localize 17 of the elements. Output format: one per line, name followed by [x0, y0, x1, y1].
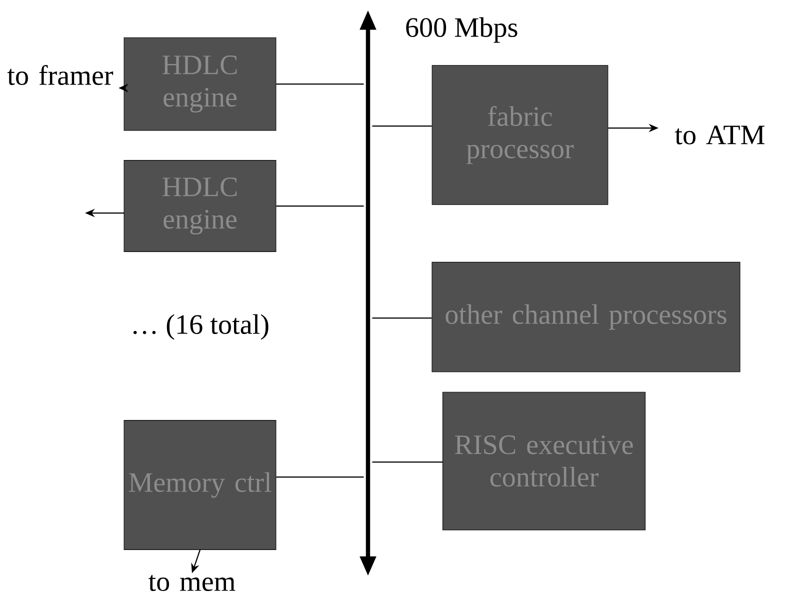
bus-label: 600 Mbps	[406, 17, 518, 43]
connector-line	[372, 317, 432, 319]
connector-line	[276, 205, 364, 207]
destination-label: to framer	[7, 64, 114, 86]
process-box: other channel processors	[432, 262, 740, 372]
note-text: … (16 total)	[133, 314, 268, 340]
process-box: Memory ctrl	[124, 420, 276, 550]
connector-line	[372, 125, 432, 127]
destination-label: to ATM	[674, 126, 764, 144]
connector-line	[276, 83, 364, 85]
connector-line	[276, 476, 364, 478]
process-box: fabric processor	[432, 65, 608, 205]
process-box: HDLC engine	[124, 160, 276, 252]
destination-label: to mem	[148, 574, 236, 592]
process-box: HDLC engine	[124, 37, 276, 131]
connector-line	[372, 461, 442, 463]
process-box: RISC executive controller	[442, 392, 646, 530]
